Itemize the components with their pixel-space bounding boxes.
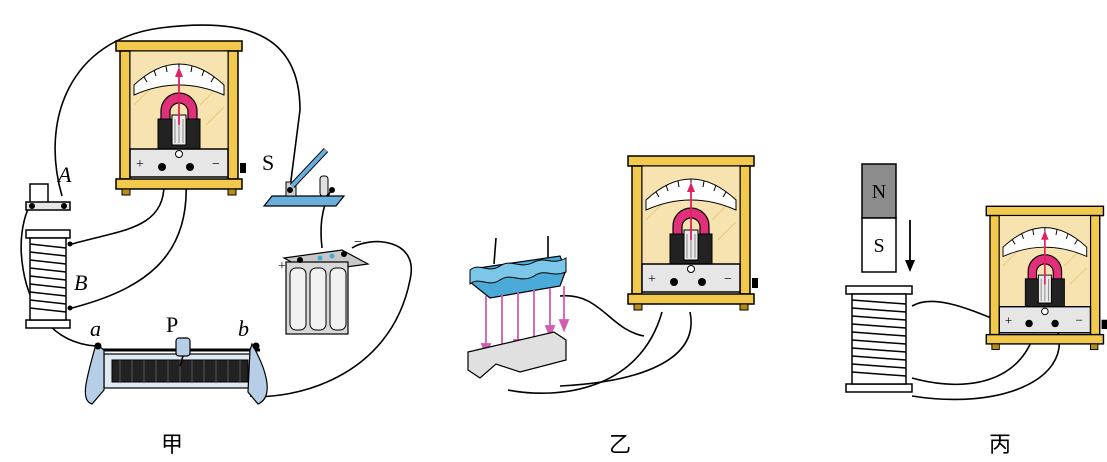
label-slider-P: P bbox=[166, 312, 178, 337]
setup-jia: A B + − S bbox=[20, 24, 413, 457]
meter-plus-label: + bbox=[648, 272, 656, 287]
caption-bing: 丙 bbox=[989, 432, 1011, 457]
meter-minus-label: − bbox=[212, 157, 220, 172]
galvanometer-bing: + − bbox=[985, 205, 1107, 351]
battery bbox=[282, 249, 370, 335]
label-magnet-S: S bbox=[873, 235, 884, 257]
meter-plus-label: + bbox=[1005, 312, 1012, 327]
label-magnet-N: N bbox=[872, 181, 886, 203]
setup-bing: N S + − 丙 bbox=[845, 163, 1107, 457]
label-terminal-A: A bbox=[56, 162, 72, 187]
caption-yi: 乙 bbox=[609, 432, 631, 457]
bar-magnet-blue bbox=[469, 255, 567, 299]
bar-magnet-NS bbox=[861, 163, 897, 273]
down-arrow-icon bbox=[905, 220, 915, 272]
label-battery-plus: + bbox=[278, 259, 286, 274]
switch bbox=[262, 147, 346, 207]
galvanometer-yi: + − bbox=[627, 155, 759, 311]
label-terminal-B: B bbox=[74, 270, 87, 295]
label-battery-minus: − bbox=[354, 235, 362, 250]
galvanometer-jia: + − bbox=[115, 40, 247, 196]
coil-bing bbox=[845, 285, 913, 393]
caption-jia: 甲 bbox=[161, 432, 183, 457]
solenoid-coil bbox=[25, 183, 73, 329]
label-switch-S: S bbox=[262, 150, 274, 175]
meter-plus-label: + bbox=[136, 157, 144, 172]
meter-minus-label: − bbox=[1076, 312, 1083, 327]
sliding-rheostat bbox=[84, 337, 268, 405]
setup-yi: + − 乙 bbox=[467, 155, 759, 457]
meter-minus-label: − bbox=[724, 272, 732, 287]
label-rheostat-a: a bbox=[90, 316, 101, 341]
label-rheostat-b: b bbox=[238, 316, 249, 341]
